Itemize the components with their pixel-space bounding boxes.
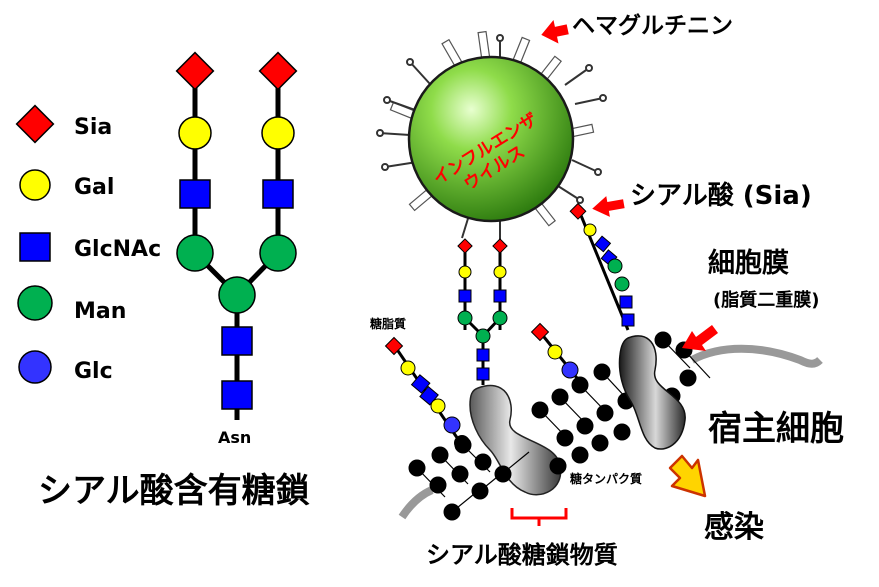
- lipid-row: [443, 451, 530, 521]
- glcnac-node: [179, 179, 211, 209]
- glcnac-node: [476, 367, 490, 381]
- glcnac-node: [221, 380, 253, 410]
- gal-node: [583, 223, 597, 237]
- sialic-acid-label: シアル酸 (Sia): [630, 181, 812, 211]
- man-node: [218, 276, 256, 314]
- gal-node: [178, 116, 212, 150]
- lipid-head: [454, 435, 470, 451]
- man-node: [176, 234, 214, 272]
- sia-node: [175, 51, 215, 91]
- hemagglutinin-annotation: ヘマグルチニン: [541, 12, 733, 44]
- legend-label: Sia: [74, 115, 112, 140]
- glcnac-node: [410, 374, 431, 394]
- sia-node: [569, 202, 587, 220]
- arrow-icon: [682, 325, 718, 351]
- bound-glycan-chain: [569, 202, 635, 331]
- membrane-sublabel: (脂質二重膜): [713, 289, 819, 311]
- legend-item-gal: Gal: [19, 169, 114, 201]
- legend-label: Gal: [74, 175, 114, 200]
- glc-node: [561, 361, 579, 379]
- man-legend-icon: [17, 285, 53, 321]
- infection-label: 感染: [704, 510, 764, 545]
- glycolipid: [384, 336, 470, 451]
- virus-body: [407, 55, 575, 223]
- glycoprotein: [457, 238, 562, 496]
- gal-node: [458, 265, 472, 279]
- gal-node: [547, 344, 563, 360]
- man-node: [492, 310, 508, 326]
- legend-item-glc: Glc: [18, 350, 113, 384]
- sia-legend-icon: [15, 104, 55, 144]
- man-node: [457, 310, 473, 326]
- legend-label: Glc: [74, 359, 113, 384]
- host-cell-label: 宿主細胞: [708, 409, 844, 449]
- neuraminidase-stalks: [376, 34, 607, 240]
- caption-brace: [510, 508, 568, 526]
- glycolipid: [530, 322, 587, 389]
- gal-node: [493, 265, 507, 279]
- glycolipid-label: 糖脂質: [370, 316, 406, 331]
- glycan-caption: シアル酸含有糖鎖: [38, 471, 310, 511]
- arrow-icon: [592, 196, 625, 217]
- glycoprotein-label: 糖タンパク質: [570, 471, 642, 486]
- sia-node: [258, 51, 298, 91]
- lipid-bilayer: [398, 331, 823, 521]
- lipid-row: [531, 363, 635, 475]
- arrow-icon: [541, 20, 569, 44]
- man-node: [614, 276, 630, 292]
- influenza-virus: インフルエンザ ウイルス: [376, 30, 607, 240]
- sialoglycan-structure: Asn: [175, 51, 298, 447]
- man-node: [259, 234, 297, 272]
- gal-node: [430, 398, 446, 414]
- glc-node: [443, 416, 461, 434]
- sia-node: [457, 238, 473, 254]
- sia-node: [384, 336, 404, 356]
- glcnac-node: [476, 348, 490, 362]
- gal-node: [400, 360, 416, 376]
- legend-label: GlcNAc: [74, 237, 161, 262]
- glcnac-node: [619, 295, 633, 309]
- glcnac-node: [594, 235, 612, 253]
- legend-label: Man: [74, 299, 126, 324]
- sialoglycan-caption: シアル酸糖鎖物質: [426, 541, 618, 569]
- glcnac-node: [621, 313, 635, 327]
- asn-label: Asn: [218, 428, 251, 447]
- hemagglutinin-label: ヘマグルチニン: [572, 12, 733, 39]
- infection-arrow-icon: [668, 454, 707, 498]
- glcnac-node: [221, 326, 253, 356]
- glcnac-legend-icon: [19, 232, 51, 262]
- gal-legend-icon: [19, 169, 51, 201]
- protein-body: [469, 384, 562, 496]
- sia-node: [492, 238, 508, 254]
- legend-item-man: Man: [17, 285, 126, 324]
- legend-item-sia: Sia: [15, 104, 112, 144]
- membrane-protein: [618, 335, 686, 450]
- membrane-label: 細胞膜: [708, 248, 789, 279]
- glcnac-node: [493, 289, 507, 303]
- legend-item-glcnac: GlcNAc: [19, 232, 161, 262]
- glcnac-node: [262, 179, 294, 209]
- man-node: [475, 328, 491, 344]
- sialic-acid-annotation: シアル酸 (Sia): [592, 181, 812, 217]
- legend: Sia Gal GlcNAc Man Glc: [15, 104, 161, 384]
- sia-node: [530, 322, 550, 342]
- man-node: [607, 258, 623, 274]
- glcnac-node: [458, 289, 472, 303]
- glc-legend-icon: [18, 350, 52, 384]
- gal-node: [261, 116, 295, 150]
